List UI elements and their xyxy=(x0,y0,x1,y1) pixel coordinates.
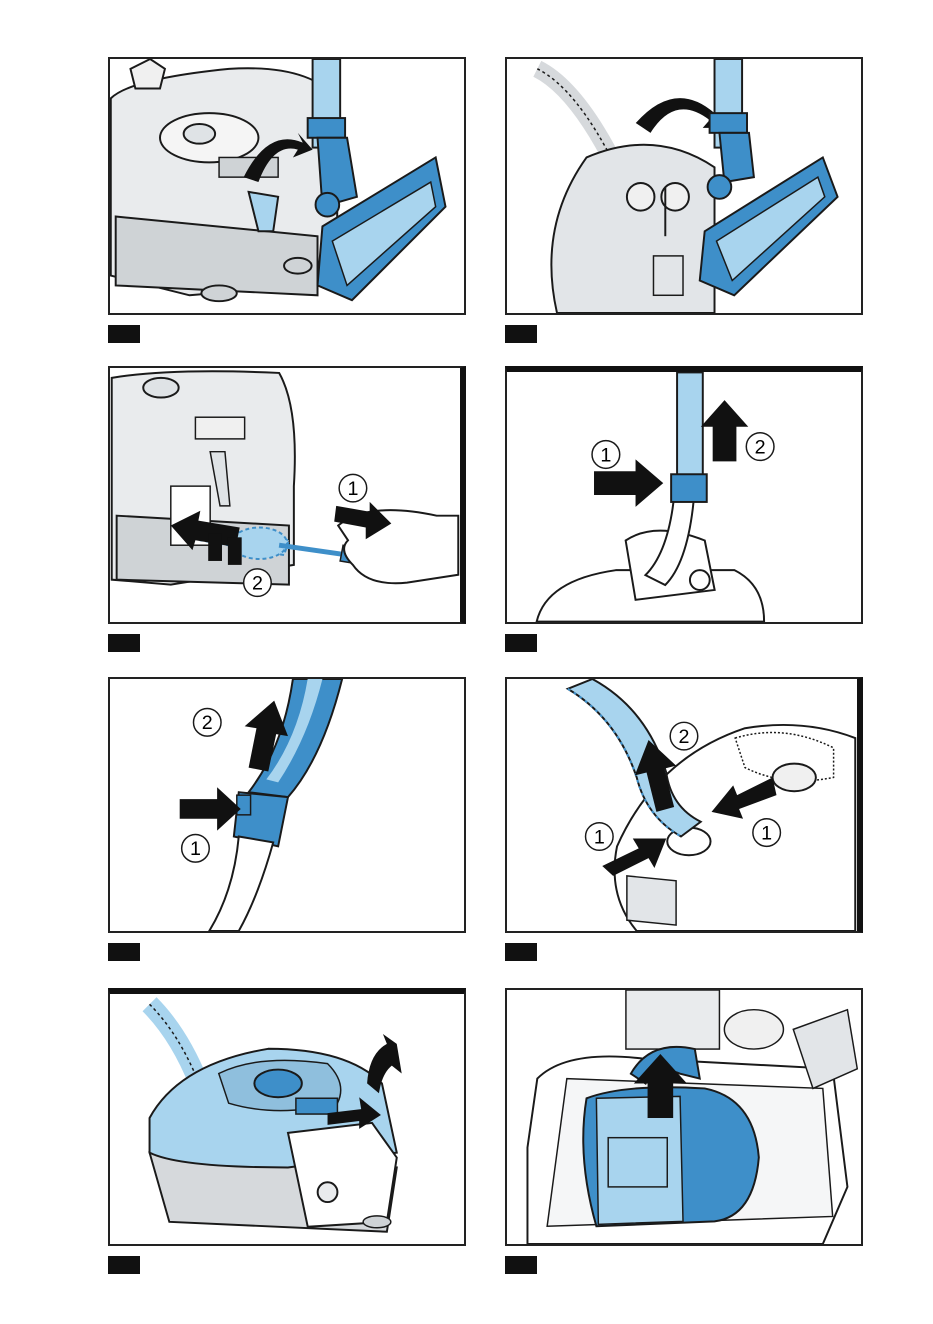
illustration-remove-accessory: 1 2 xyxy=(110,368,460,622)
callout-2: 2 xyxy=(244,569,272,597)
illustration-detach-handle: 2 1 xyxy=(110,679,464,931)
figure-6-number-tag xyxy=(505,943,537,961)
callout-2: 2 xyxy=(193,709,221,737)
figure-7-open-lid xyxy=(108,988,466,1246)
svg-text:1: 1 xyxy=(190,838,201,860)
illustration-open-lid xyxy=(110,994,464,1244)
illustration-remove-dust-bag xyxy=(507,990,861,1244)
illustration-upright-park xyxy=(507,59,861,313)
callout-2: 2 xyxy=(746,433,774,461)
svg-text:1: 1 xyxy=(761,822,772,844)
callout-1: 1 xyxy=(182,835,210,863)
figure-5-number-tag xyxy=(108,943,140,961)
callout-1: 1 xyxy=(339,474,367,502)
svg-text:2: 2 xyxy=(755,436,766,458)
lift-arrow-icon xyxy=(367,1034,402,1093)
figure-4-detach-tube: 1 2 xyxy=(505,366,863,624)
callout-1: 1 xyxy=(592,441,620,469)
svg-text:2: 2 xyxy=(202,712,213,734)
svg-text:1: 1 xyxy=(347,478,358,500)
figure-6-detach-hose-body: 2 1 1 xyxy=(505,677,863,933)
figure-2-number-tag xyxy=(505,325,537,343)
svg-text:1: 1 xyxy=(600,444,611,466)
figure-8-remove-dust-bag xyxy=(505,988,863,1246)
illustration-detach-tube: 1 2 xyxy=(507,372,861,622)
up-arrow-icon xyxy=(701,400,748,461)
callout-1: 1 xyxy=(586,823,614,851)
illustration-vacuum-nozzle-park xyxy=(110,59,464,313)
illustration-detach-hose-body: 2 1 1 xyxy=(507,679,857,931)
svg-text:1: 1 xyxy=(594,826,605,848)
figure-1-number-tag xyxy=(108,325,140,343)
figure-2-nozzle-park-upright xyxy=(505,57,863,315)
push-arrow-icon xyxy=(180,787,241,830)
figure-7-number-tag xyxy=(108,1256,140,1274)
svg-text:2: 2 xyxy=(678,726,689,748)
figure-3-number-tag xyxy=(108,634,140,652)
callout-2: 2 xyxy=(670,722,698,750)
figure-3-remove-accessory: 1 2 xyxy=(108,366,466,624)
figure-1-nozzle-park-top xyxy=(108,57,466,315)
figure-5-detach-hose-handle: 2 1 xyxy=(108,677,466,933)
svg-text:2: 2 xyxy=(252,573,263,595)
callout-1: 1 xyxy=(753,819,781,847)
figure-4-number-tag xyxy=(505,634,537,652)
figure-8-number-tag xyxy=(505,1256,537,1274)
